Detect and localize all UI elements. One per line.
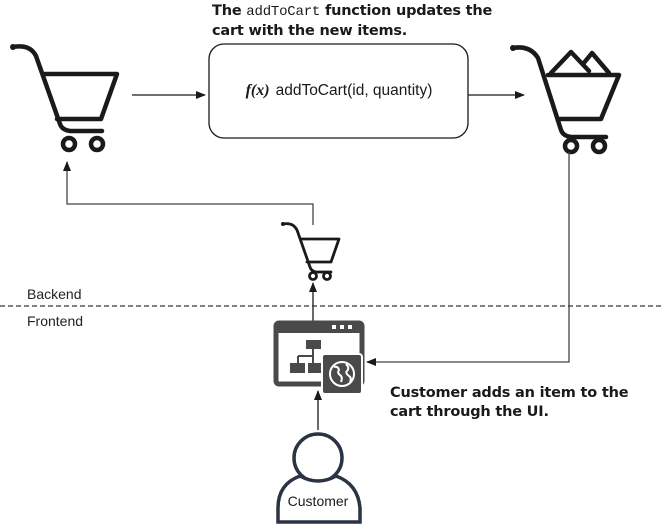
bottom-callout: Customer adds an item to the cart throug… bbox=[390, 385, 629, 420]
right-full-cart-icon bbox=[510, 45, 622, 155]
globe-icon bbox=[321, 353, 363, 395]
function-symbol: f(x) bbox=[245, 82, 270, 99]
top-callout-code: addToCart bbox=[246, 4, 321, 20]
function-box bbox=[208, 43, 469, 139]
frontend-label: Frontend bbox=[27, 313, 84, 329]
connector-cart-to-ui bbox=[366, 152, 570, 366]
backend-label: Backend bbox=[27, 286, 82, 302]
left-cart-icon bbox=[10, 44, 120, 153]
function-signature: addToCart(id, quantity) bbox=[275, 82, 433, 99]
small-cart-icon bbox=[281, 222, 341, 281]
web-app-icon bbox=[273, 320, 365, 387]
top-callout-suffix: function updates the cart with the new i… bbox=[212, 3, 493, 39]
customer-user-icon bbox=[276, 432, 362, 524]
connector-small-cart-to-left-cart bbox=[63, 161, 314, 225]
top-callout-prefix: The bbox=[212, 3, 247, 19]
function-label: f(x) addToCart(id, quantity) bbox=[210, 44, 468, 138]
customer-label: Customer bbox=[287, 493, 349, 509]
top-callout: The addToCart function updates the cart … bbox=[212, 2, 512, 41]
